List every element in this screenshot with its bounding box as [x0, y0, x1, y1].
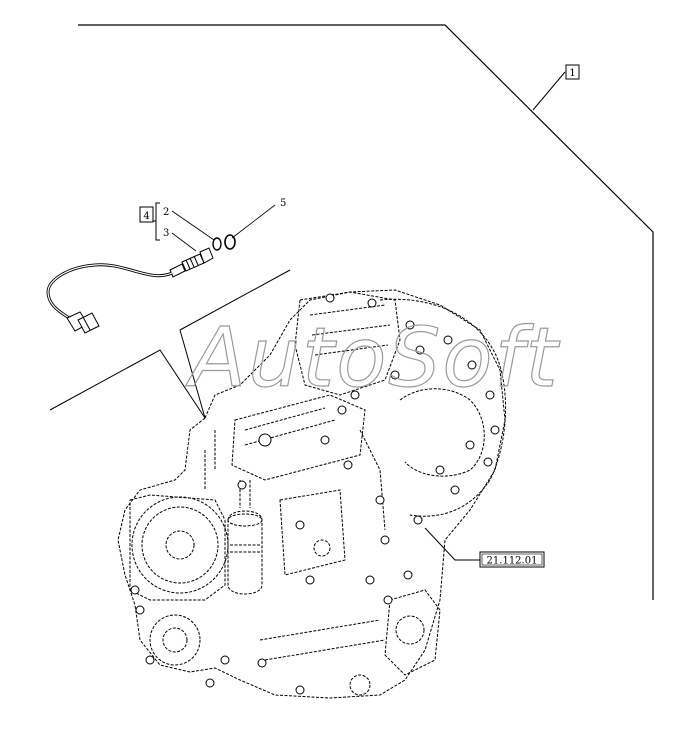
- item-4-box: [139, 206, 154, 223]
- reference-leader: [424, 527, 480, 561]
- speed-sensor-body: [169, 247, 214, 278]
- item-1-box: [565, 64, 580, 80]
- item-5-leader: [231, 204, 276, 239]
- o-ring-item-5: [224, 234, 236, 250]
- housing-bolts: [130, 293, 500, 695]
- item-3-label: 3: [163, 228, 169, 239]
- item-4-bracket: [153, 202, 160, 241]
- transmission-housing: [117, 289, 507, 699]
- reference-box: [479, 551, 545, 568]
- section-line-left: [49, 349, 206, 419]
- top-cover: [231, 394, 366, 481]
- item-1-label: 1: [569, 68, 575, 79]
- control-valve-block: [294, 291, 401, 396]
- sensor-cable: [46, 263, 173, 322]
- item-3-leader: [171, 232, 197, 252]
- lower-cover: [384, 589, 441, 676]
- sensor-assembly: 4 2 3 5: [46, 198, 286, 334]
- group-boundary-line: [78, 24, 654, 600]
- reference-label: 21.112.01: [487, 556, 538, 567]
- sensor-connector: [66, 311, 100, 334]
- item-1-leader: [532, 71, 566, 111]
- item-2-label: 2: [163, 207, 169, 218]
- section-line-joint: [179, 329, 206, 419]
- o-ring-item-2: [212, 237, 222, 251]
- section-line-top: [179, 269, 291, 331]
- filter-canister: [227, 510, 263, 595]
- housing-outline: [117, 289, 506, 699]
- item-4-label: 4: [143, 211, 149, 222]
- pump-flange-ring: [131, 496, 229, 594]
- item-2-leader: [171, 210, 215, 241]
- item-5-label: 5: [280, 198, 286, 209]
- bell-housing-flange: [379, 298, 507, 517]
- pto-housing: [149, 614, 201, 666]
- watermark-text: AutoSoft: [185, 311, 560, 406]
